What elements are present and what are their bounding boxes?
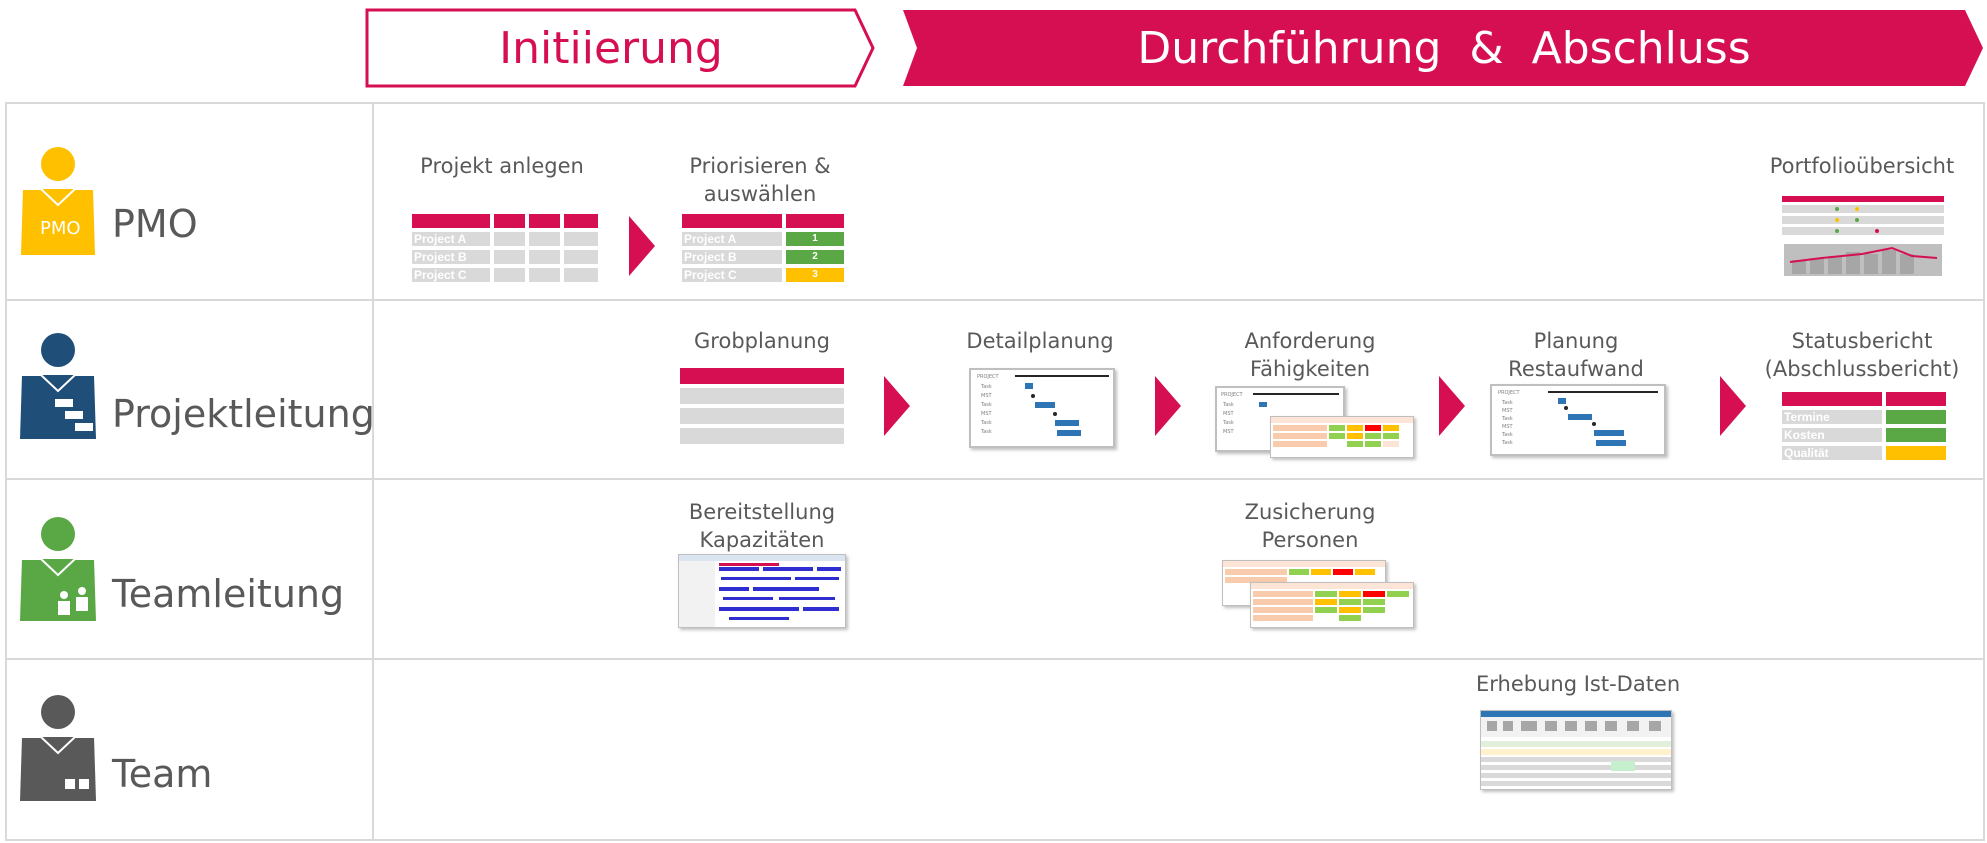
table-projekt-anlegen: Project A Project B Project C [412,214,598,286]
step-label-restaufwand-line2: Restaufwand [1508,357,1644,381]
arrow-pmo-1 [629,216,655,276]
phase-durchfuehrung-shape [903,10,1983,86]
project-a-label: Project A [412,232,490,246]
svg-text:MST: MST [1223,411,1234,417]
prio-project-b: Project B [682,250,782,264]
step-label-ist-daten: Erhebung Ist-Daten [1476,672,1681,696]
arrow-pl-3 [1439,376,1465,436]
prio-1: 1 [786,232,844,246]
step-label-zusicherung-line2: Personen [1261,528,1359,552]
phase-initiierung-shape [365,8,875,88]
prio-project-a: Project A [682,232,782,246]
svg-text:PROJECT: PROJECT [1498,390,1521,396]
step-label-anforderung: Anforderung Fähigkeiten [1210,327,1410,383]
grid-line-left [5,102,7,840]
svg-text:Task: Task [1501,400,1513,406]
svg-text:MST: MST [981,411,992,417]
status-qualitaet: Qualität [1782,446,1882,460]
status-termine: Termine [1782,410,1882,424]
person-projektleitung-icon [20,333,96,439]
anforderung-thumbnail-front [1270,416,1414,458]
step-label-priorisieren-line1: Priorisieren & [689,154,831,178]
step-label-bereitstellung: Bereitstellung Kapazitäten [662,498,862,554]
ist-daten-thumbnail [1480,710,1672,790]
person-teamleitung-icon [20,517,96,621]
grid-line-1 [5,299,1985,301]
step-label-portfolio: Portfolioübersicht [1769,154,1955,178]
grid-line-bottom [5,839,1985,841]
phase-durchfuehrung-label: Durchführung & Abschluss [1137,22,1751,74]
portfolio-thumbnail [1782,196,1944,276]
grid-line-right [1983,102,1985,840]
table-priorisieren: Project A 1 Project B 2 Project C 3 [682,214,846,286]
svg-text:MST: MST [1502,408,1513,414]
person-team-icon [20,695,96,801]
phase-initiierung-label: Initiierung [499,22,723,74]
table-grobplanung [680,368,844,448]
arrow-pl-4 [1720,376,1746,436]
step-label-zusicherung: Zusicherung Personen [1210,498,1410,554]
project-c-label: Project C [412,268,490,282]
role-label-projektleitung: Projektleitung [112,392,375,436]
step-label-anforderung-line2: Fähigkeiten [1249,357,1371,381]
step-label-statusbericht-line1: Statusbericht [1791,329,1933,353]
step-label-priorisieren-line2: auswählen [703,182,817,206]
grid-line-3 [5,658,1985,660]
step-label-anforderung-line1: Anforderung [1244,329,1376,353]
svg-text:Task: Task [1222,402,1234,408]
svg-text:Task: Task [980,429,992,435]
svg-text:Task: Task [1501,440,1513,446]
prio-2: 2 [786,250,844,264]
svg-text:Task: Task [980,402,992,408]
svg-text:Task: Task [980,384,992,390]
phase-initiierung: Initiierung [365,8,875,88]
svg-text:MST: MST [1223,429,1234,435]
grid-line-divider [372,102,374,840]
svg-text:Task: Task [980,420,992,426]
prio-project-c: Project C [682,268,782,282]
step-label-bereitstellung-line2: Kapazitäten [699,528,825,552]
step-label-detailplanung: Detailplanung [966,329,1114,353]
svg-text:Task: Task [1501,416,1513,422]
svg-text:PROJECT: PROJECT [1221,392,1244,398]
svg-text:MST: MST [981,393,992,399]
table-statusbericht: Termine Kosten Qualität [1782,392,1946,464]
pmo-badge: PMO [40,218,81,239]
svg-text:PROJECT: PROJECT [977,374,1000,380]
step-label-restaufwand: Planung Restaufwand [1476,327,1676,383]
svg-text:Task: Task [1222,420,1234,426]
arrow-pl-2 [1155,376,1181,436]
prio-3: 3 [786,268,844,282]
arrow-pl-1 [884,376,910,436]
bereitstellung-thumbnail [678,554,846,628]
grid-line-top [5,102,1985,104]
phase-durchfuehrung: Durchführung & Abschluss [903,8,1985,88]
step-label-projekt-anlegen: Projekt anlegen [420,154,584,178]
project-b-label: Project B [412,250,490,264]
role-label-team: Team [112,752,213,796]
step-label-zusicherung-line1: Zusicherung [1244,500,1376,524]
grid-line-2 [5,478,1985,480]
step-label-grobplanung: Grobplanung [694,329,830,353]
step-label-bereitstellung-line1: Bereitstellung [688,500,836,524]
status-kosten: Kosten [1782,428,1882,442]
step-label-statusbericht: Statusbericht (Abschlussbericht) [1762,327,1962,383]
role-label-teamleitung: Teamleitung [112,572,345,616]
person-pmo-icon [21,147,95,255]
role-label-pmo: PMO [112,202,198,246]
step-label-statusbericht-line2: (Abschlussbericht) [1764,357,1960,381]
zusicherung-thumbnail-front [1250,582,1414,628]
svg-text:MST: MST [1502,424,1513,430]
step-label-restaufwand-line1: Planung [1533,329,1619,353]
step-label-priorisieren: Priorisieren & auswählen [660,152,860,208]
svg-text:Task: Task [1501,432,1513,438]
